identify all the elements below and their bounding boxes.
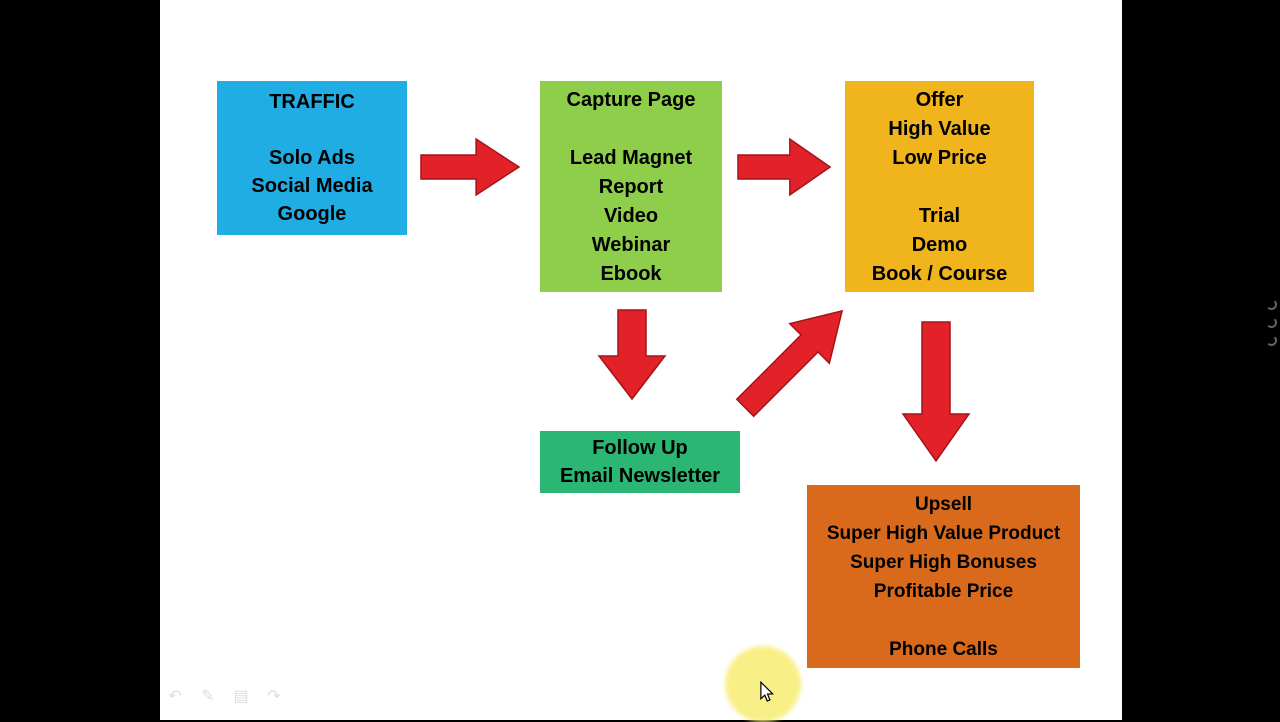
arrow-capture-to-followup [597,309,667,401]
node-offer: Offer High Value Low Price Trial Demo Bo… [845,81,1034,292]
video-edge-artifact [1266,292,1277,353]
followup-title: Follow Up [592,437,688,459]
offer-title: Offer [915,89,964,111]
upsell-item: Phone Calls [889,639,998,660]
block-arrow-shape [735,309,844,418]
cursor-pointer-shape [760,681,775,702]
offer-item: Demo [911,234,968,256]
slide-canvas: TRAFFIC Solo Ads Social Media Google Cap… [160,0,1122,722]
traffic-title: TRAFFIC [269,91,355,113]
letterbox-left [0,0,160,720]
block-arrow-shape [737,137,832,197]
offer-item: Low Price [892,147,987,169]
edge-mark [1266,317,1277,328]
capture-item: Ebook [600,263,662,285]
blank-line [217,116,407,144]
node-traffic: TRAFFIC Solo Ads Social Media Google [217,81,407,235]
capture-item: Webinar [591,234,671,256]
letterbox-right [1122,0,1280,720]
edge-mark [1266,299,1277,310]
edge-mark [1266,335,1277,346]
upsell-title: Upsell [914,494,973,515]
upsell-item: Super High Bonuses [850,552,1037,573]
node-follow-up: Follow Up Email Newsletter [540,431,740,493]
block-arrow-shape [901,321,971,463]
redo-icon[interactable]: ↷ [267,688,281,705]
capture-item: Video [603,205,659,227]
upsell-item: Super High Value Product [826,523,1061,544]
traffic-source: Solo Ads [269,147,355,169]
arrow-traffic-to-capture [420,137,521,197]
followup-item: Email Newsletter [559,465,721,487]
annotation-toolbar: ↶ ✎ ▤ ↷ [166,688,283,706]
node-capture-page: Capture Page Lead Magnet Report Video We… [540,81,722,292]
arrow-capture-to-offer [737,137,832,197]
mouse-cursor-icon [760,681,775,702]
capture-item: Report [598,176,664,198]
node-upsell: Upsell Super High Value Product Super Hi… [807,485,1080,668]
offer-item: High Value [888,118,991,140]
offer-item: Trial [918,205,961,227]
undo-icon[interactable]: ↶ [168,688,182,705]
block-arrow-shape [420,137,521,197]
pen-icon[interactable]: ✎ [201,688,215,705]
traffic-source: Social Media [251,175,373,197]
blank-line [807,606,1080,635]
blank-line [845,173,1034,202]
upsell-item: Profitable Price [873,581,1014,602]
traffic-source: Google [277,203,347,225]
capture-item: Lead Magnet [569,147,693,169]
blank-line [540,115,722,144]
arrow-offer-to-upsell [901,321,971,463]
capture-title: Capture Page [566,89,696,111]
arrow-followup-to-offer [735,309,844,418]
notes-icon[interactable]: ▤ [233,688,249,705]
block-arrow-shape [597,309,667,401]
offer-item: Book / Course [871,263,1008,285]
